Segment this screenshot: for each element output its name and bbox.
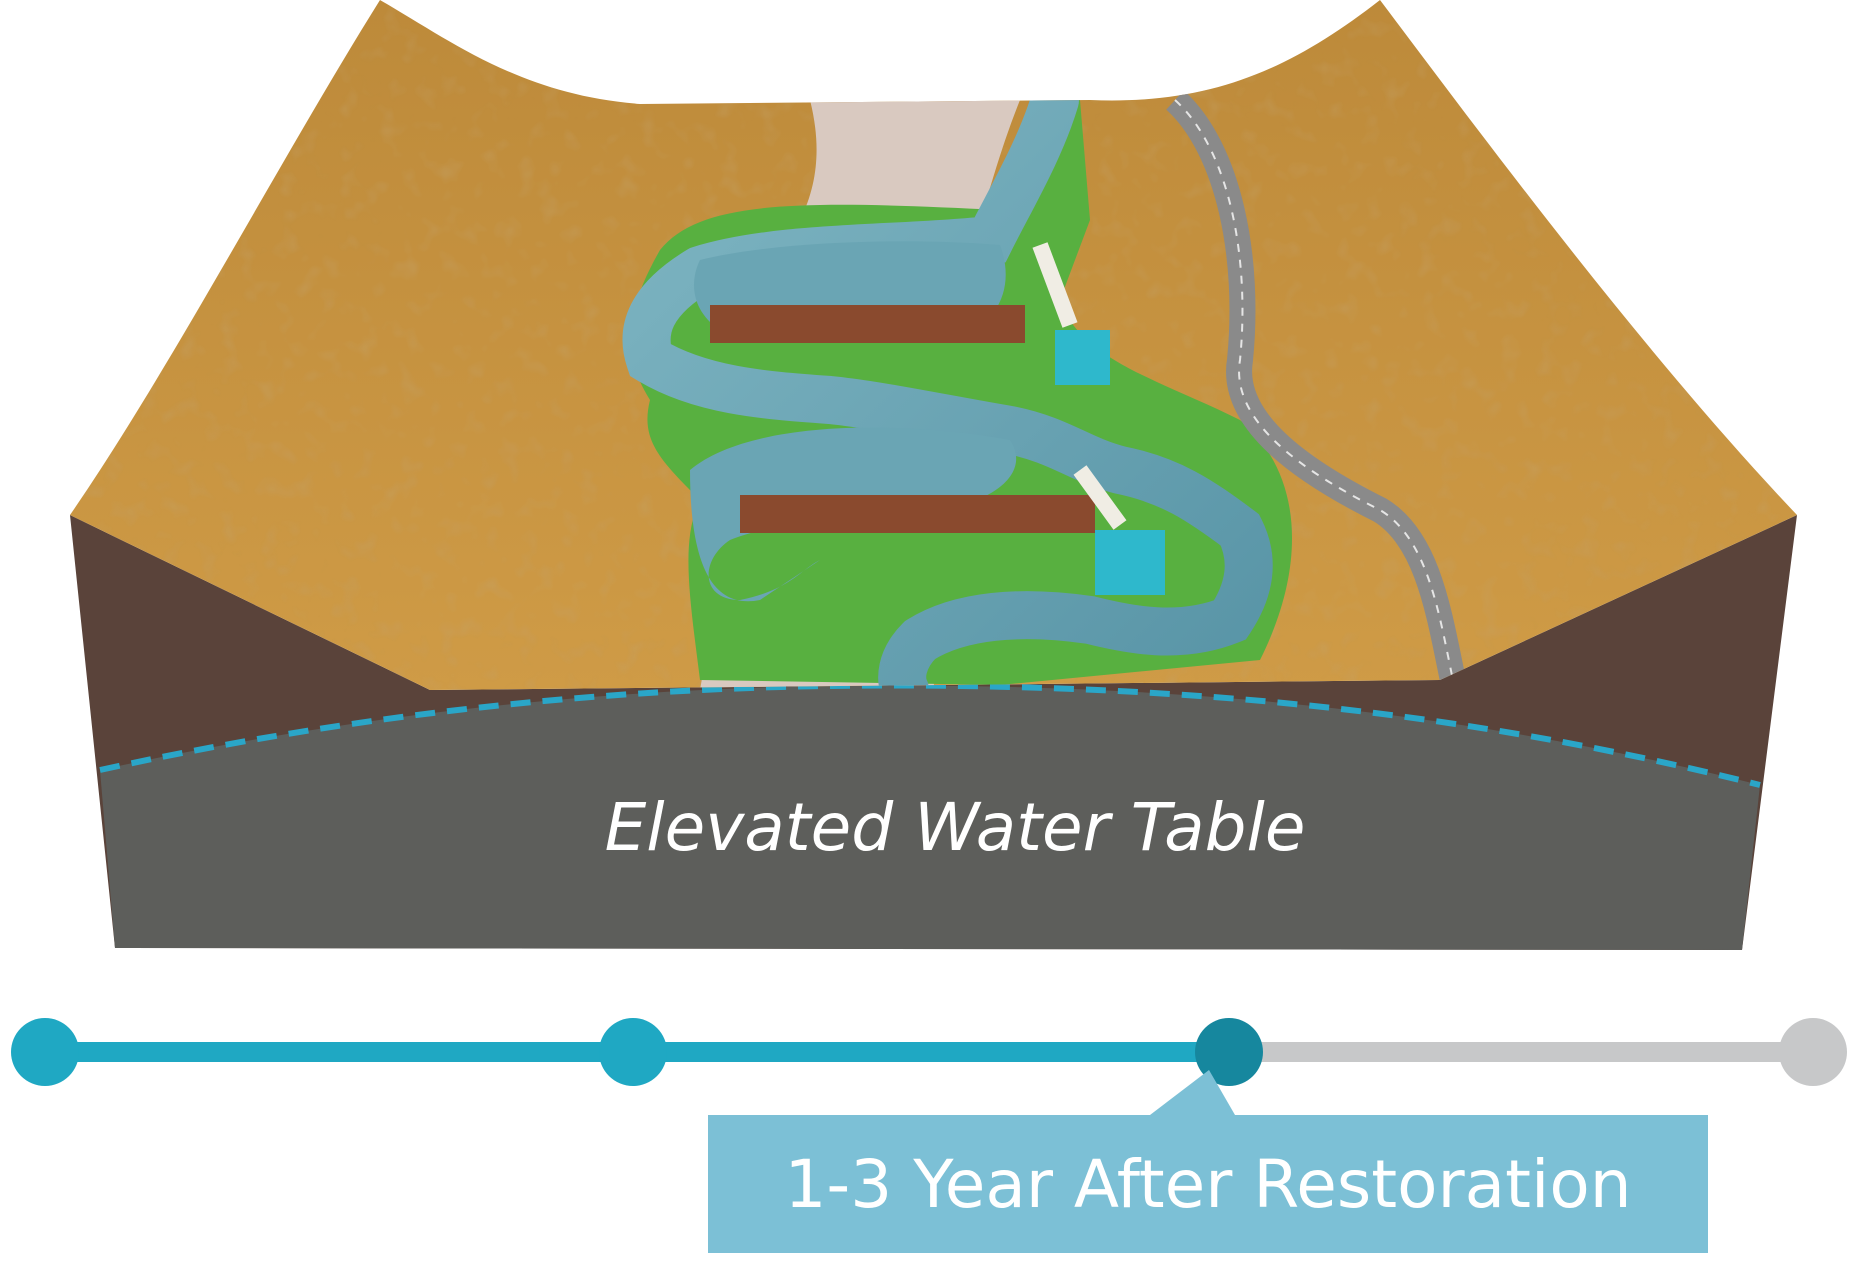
timeline — [11, 1018, 1847, 1115]
timeline-current-label: 1-3 Year After Restoration — [708, 1115, 1708, 1253]
road-centerline — [1174, 99, 1456, 690]
culvert-box-upper — [1055, 330, 1110, 385]
timeline-pointer — [1150, 1070, 1235, 1115]
water-table-label: Elevated Water Table — [605, 789, 1306, 866]
timeline-stage-2[interactable] — [599, 1018, 667, 1086]
timeline-stage-4[interactable] — [1779, 1018, 1847, 1086]
water-table-line — [99, 682, 1761, 788]
timeline-stage-1[interactable] — [11, 1018, 79, 1086]
beaver-dam-upper — [710, 305, 1025, 343]
culvert-pipe-lower — [1073, 465, 1127, 530]
culvert-box-lower — [1095, 530, 1165, 595]
gravel-bar-upper — [800, 100, 1020, 220]
groundwater-zone — [100, 685, 1760, 950]
beaver-dam-lower — [740, 495, 1095, 533]
timeline-stage-3-current[interactable] — [1195, 1018, 1263, 1086]
culvert-pipe-upper — [1032, 242, 1078, 328]
